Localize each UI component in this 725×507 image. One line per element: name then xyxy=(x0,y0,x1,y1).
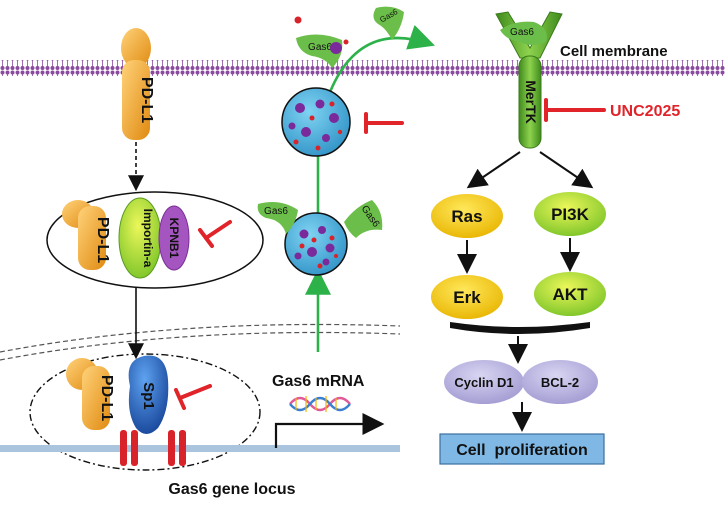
unc2025-label: UNC2025 xyxy=(610,103,680,120)
akt-node: AKT xyxy=(534,272,606,316)
pi3k-node: PI3K xyxy=(534,192,606,236)
mertk-label: MerTK xyxy=(523,80,539,124)
cell-membrane-label: Cell membrane xyxy=(560,43,668,60)
kpnb1-label: KPNB1 xyxy=(167,218,181,259)
ras-node: Ras xyxy=(431,194,503,238)
akt-label: AKT xyxy=(553,285,589,304)
pdl1-nucleus: PD-L1 xyxy=(66,358,115,430)
sp1-label: Sp1 xyxy=(140,382,157,410)
gas6-secreted: Gas6 xyxy=(373,6,404,40)
dna-strand xyxy=(0,445,400,452)
gene-locus-label: Gas6 gene locus xyxy=(168,481,295,498)
gene-elements xyxy=(120,430,186,466)
cell-membrane xyxy=(0,60,725,76)
kpnb1-inhibition xyxy=(198,220,232,248)
gas6-released: Gas6 xyxy=(294,16,349,68)
cell-proliferation-box: Cell proliferation xyxy=(439,433,605,465)
upper-vesicle xyxy=(281,87,351,157)
arrow-mertk-ras xyxy=(466,151,521,189)
erk-node: Erk xyxy=(431,275,503,319)
gas6-bound-label: Gas6 xyxy=(510,27,534,38)
transcription-start-arrow xyxy=(274,413,385,448)
pdl1-membrane-label: PD-L1 xyxy=(138,77,155,123)
cyclin-d1-node: Cyclin D1 xyxy=(444,360,524,404)
vesicle-inhibition xyxy=(364,112,404,134)
gas6-mrna-label: Gas6 mRNA xyxy=(272,373,365,390)
pdl1-cytoplasm-label: PD-L1 xyxy=(94,217,111,263)
gas6-ligand-left: Gas6 xyxy=(257,202,298,234)
import-complex xyxy=(46,191,264,289)
lower-vesicle xyxy=(284,212,348,276)
gas6-ligand-right: Gas6 xyxy=(344,200,383,238)
erk-label: Erk xyxy=(453,288,481,307)
gas6-bound: Gas6 xyxy=(500,21,547,45)
sp1-inhibition xyxy=(174,384,212,410)
mrna-helix-icon xyxy=(289,396,351,412)
nucleus xyxy=(29,353,261,471)
pi3k-label: PI3K xyxy=(551,205,590,224)
cyclin-d1-label: Cyclin D1 xyxy=(454,375,513,390)
unc2025-inhibition xyxy=(544,98,606,122)
ras-label: Ras xyxy=(451,207,482,226)
gas6-released-label: Gas6 xyxy=(308,42,332,53)
bcl2-node: BCL-2 xyxy=(522,360,598,404)
convergence-bracket xyxy=(450,322,590,334)
bcl2-label: BCL-2 xyxy=(541,375,579,390)
arrow-mertk-pi3k xyxy=(539,151,594,189)
secretion-arrow xyxy=(328,24,435,93)
pdl1-cytoplasm: PD-L1 xyxy=(62,200,111,270)
cell-proliferation-label: Cell proliferation xyxy=(456,442,588,459)
importin-alpha: Importin-a xyxy=(118,197,162,279)
kpnb1: KPNB1 xyxy=(158,205,190,271)
mertk-receptor: MerTK xyxy=(495,11,563,149)
gas6-ligand-left-label: Gas6 xyxy=(264,206,288,217)
nuclear-envelope xyxy=(0,323,401,361)
importin-alpha-label: Importin-a xyxy=(141,209,155,268)
pdl1-membrane: PD-L1 xyxy=(121,28,155,140)
sp1: Sp1 xyxy=(128,355,169,434)
pdl1-nucleus-label: PD-L1 xyxy=(98,375,115,421)
